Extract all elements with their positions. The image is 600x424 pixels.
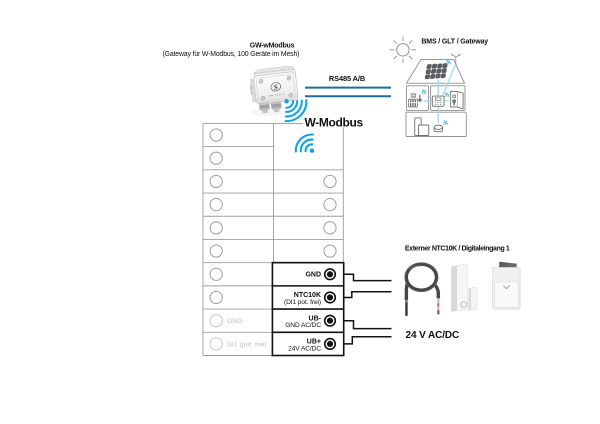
svg-text:DI2 (pot. frei): DI2 (pot. frei): [227, 341, 267, 348]
svg-text:GW-wModbus: GW-wModbus: [250, 43, 295, 50]
svg-text:24V AC/DC: 24V AC/DC: [288, 345, 321, 352]
svg-text:S: S: [273, 82, 278, 91]
svg-text:(DI1 pot. frei): (DI1 pot. frei): [284, 299, 321, 306]
svg-text:Externer NTC10K / Digitaleinga: Externer NTC10K / Digitaleingang 1: [405, 246, 510, 253]
svg-text:GND: GND: [305, 272, 321, 279]
svg-text:GND AC/DC: GND AC/DC: [285, 322, 321, 329]
svg-text:RS485 A/B: RS485 A/B: [329, 74, 365, 83]
svg-text:UB-: UB-: [309, 315, 322, 322]
svg-text:W-Modbus: W-Modbus: [305, 115, 364, 129]
svg-text:SHK MESSTECHNIK GMBH 30146: SHK MESSTECHNIK GMBH 30146: [254, 68, 295, 76]
svg-text:NTC10K: NTC10K: [294, 292, 321, 299]
svg-text:SHK TH-B-I 2: SHK TH-B-I 2: [269, 94, 286, 98]
svg-text:(Gateway für W-Modbus, 100 Ger: (Gateway für W-Modbus, 100 Geräte im Mes…: [163, 51, 300, 58]
svg-text:24 V AC/DC: 24 V AC/DC: [406, 330, 460, 341]
svg-text:GND: GND: [227, 318, 242, 325]
svg-text:UB+: UB+: [307, 339, 321, 346]
svg-text:BMS / GLT / Gateway: BMS / GLT / Gateway: [421, 39, 488, 46]
